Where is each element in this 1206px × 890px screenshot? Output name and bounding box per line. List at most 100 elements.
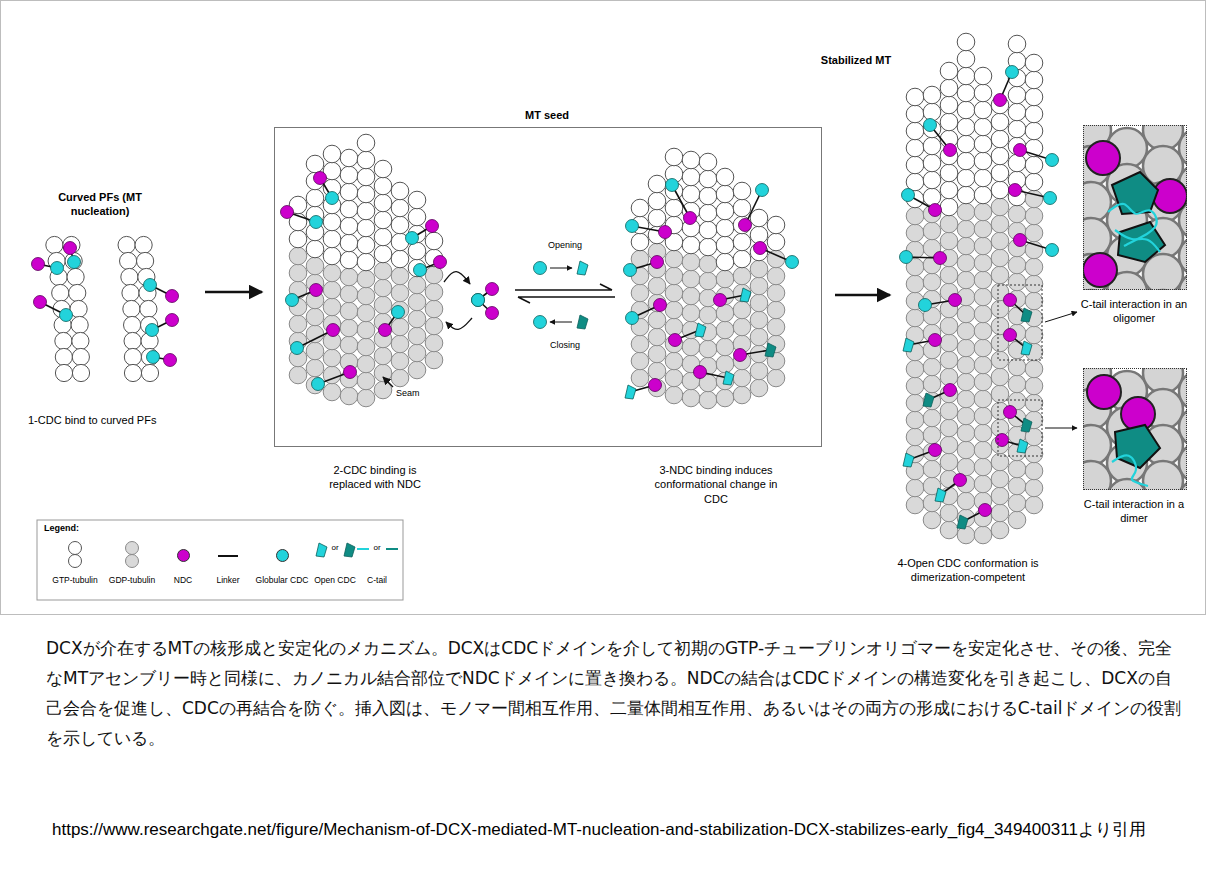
tubulin	[733, 386, 751, 404]
ndc-domain	[164, 354, 177, 367]
tubulin	[374, 296, 392, 314]
ndc-domain	[310, 284, 323, 297]
tubulin	[72, 364, 89, 381]
tubulin	[733, 369, 751, 387]
panel-title: MT seed	[263, 108, 831, 122]
tubulin	[289, 264, 307, 282]
tubulin	[750, 294, 768, 312]
tubulin	[733, 267, 751, 285]
tubulin	[699, 255, 717, 273]
tubulin	[289, 247, 307, 265]
tubulin	[906, 394, 924, 412]
tubulin	[906, 377, 924, 395]
tubulin	[957, 135, 975, 153]
tubulin	[1008, 511, 1026, 529]
legend-text: Open CDC	[303, 575, 367, 585]
cdc-domain	[147, 351, 160, 364]
cdc-domain	[312, 378, 325, 391]
ndc-domain	[694, 366, 707, 379]
open-cdc	[740, 288, 751, 302]
tubulin	[716, 389, 734, 407]
ndc-domain	[949, 294, 962, 307]
tubulin	[957, 492, 975, 510]
tubulin	[323, 383, 341, 401]
tubulin	[1008, 494, 1026, 512]
detail-leader	[1045, 312, 1077, 322]
tubulin	[1008, 256, 1026, 274]
tubulin	[425, 334, 443, 352]
tubulin	[306, 342, 324, 360]
tubulin	[940, 198, 958, 216]
tubulin	[699, 391, 717, 409]
legend-text: NDC	[151, 575, 215, 585]
tubulin	[923, 154, 941, 172]
forward-arrow	[515, 284, 612, 290]
tubulin	[940, 402, 958, 420]
tubulin	[408, 293, 426, 311]
ndc-domain	[649, 379, 662, 392]
tubulin	[665, 369, 683, 387]
tubulin	[974, 424, 992, 442]
tubulin	[682, 253, 700, 271]
tubulin	[991, 147, 1009, 165]
tubulin	[991, 521, 1009, 539]
tubulin	[940, 504, 958, 522]
tubulin	[323, 281, 341, 299]
tubulin	[1008, 273, 1026, 291]
tubulin	[1025, 224, 1043, 242]
tubulin	[631, 369, 649, 387]
tubulin	[682, 151, 700, 169]
cdc-domain	[144, 279, 157, 292]
ndc-domain	[654, 299, 667, 312]
tubulin	[425, 351, 443, 369]
tubulin	[323, 298, 341, 316]
legend-title: Legend:	[44, 523, 104, 535]
tubulin	[682, 304, 700, 322]
tubulin	[906, 411, 924, 429]
tubulin	[974, 271, 992, 289]
tubulin	[69, 284, 86, 301]
tubulin	[991, 470, 1009, 488]
ndc-domain	[739, 219, 752, 232]
stage-caption: 2-CDC binding is replaced with NDC	[316, 463, 434, 492]
open-cdc	[1021, 308, 1032, 322]
stage-caption: 1-CDC bind to curved PFs	[28, 413, 208, 427]
detail-box	[998, 285, 1042, 360]
tubulin	[1025, 258, 1043, 276]
tubulin	[135, 236, 152, 253]
tubulin	[67, 268, 84, 285]
cdc-domain	[626, 220, 639, 233]
tubulin	[665, 352, 683, 370]
tubulin	[340, 234, 358, 252]
tubulin	[1008, 154, 1026, 172]
open-cdc	[695, 323, 706, 337]
source-citation: https://www.researchgate.net/figure/Mech…	[52, 813, 1192, 847]
tubulin	[306, 189, 324, 207]
tubulin	[957, 50, 975, 68]
tubulin	[425, 317, 443, 335]
tubulin	[974, 135, 992, 153]
tubulin	[306, 240, 324, 258]
tubulin	[1025, 105, 1043, 123]
ndc-domain	[281, 206, 294, 219]
tubulin	[374, 262, 392, 280]
legend-swatch	[177, 549, 190, 562]
tubulin	[323, 349, 341, 367]
tubulin	[940, 436, 958, 454]
ndc-domain	[344, 366, 357, 379]
tubulin	[631, 284, 649, 302]
tubulin	[665, 386, 683, 404]
ndc-domain	[166, 290, 179, 303]
linker-sample	[218, 555, 238, 557]
tubulin	[923, 103, 941, 121]
tubulin	[118, 236, 135, 253]
tubulin	[391, 182, 409, 200]
tubulin	[340, 387, 358, 405]
tubulin-closeup	[1179, 443, 1187, 483]
ndc-domain	[486, 283, 499, 296]
ndc-domain	[434, 256, 447, 269]
tubulin	[716, 355, 734, 373]
cdc-domain	[1006, 66, 1019, 79]
tubulin	[665, 284, 683, 302]
tubulin	[648, 209, 666, 227]
